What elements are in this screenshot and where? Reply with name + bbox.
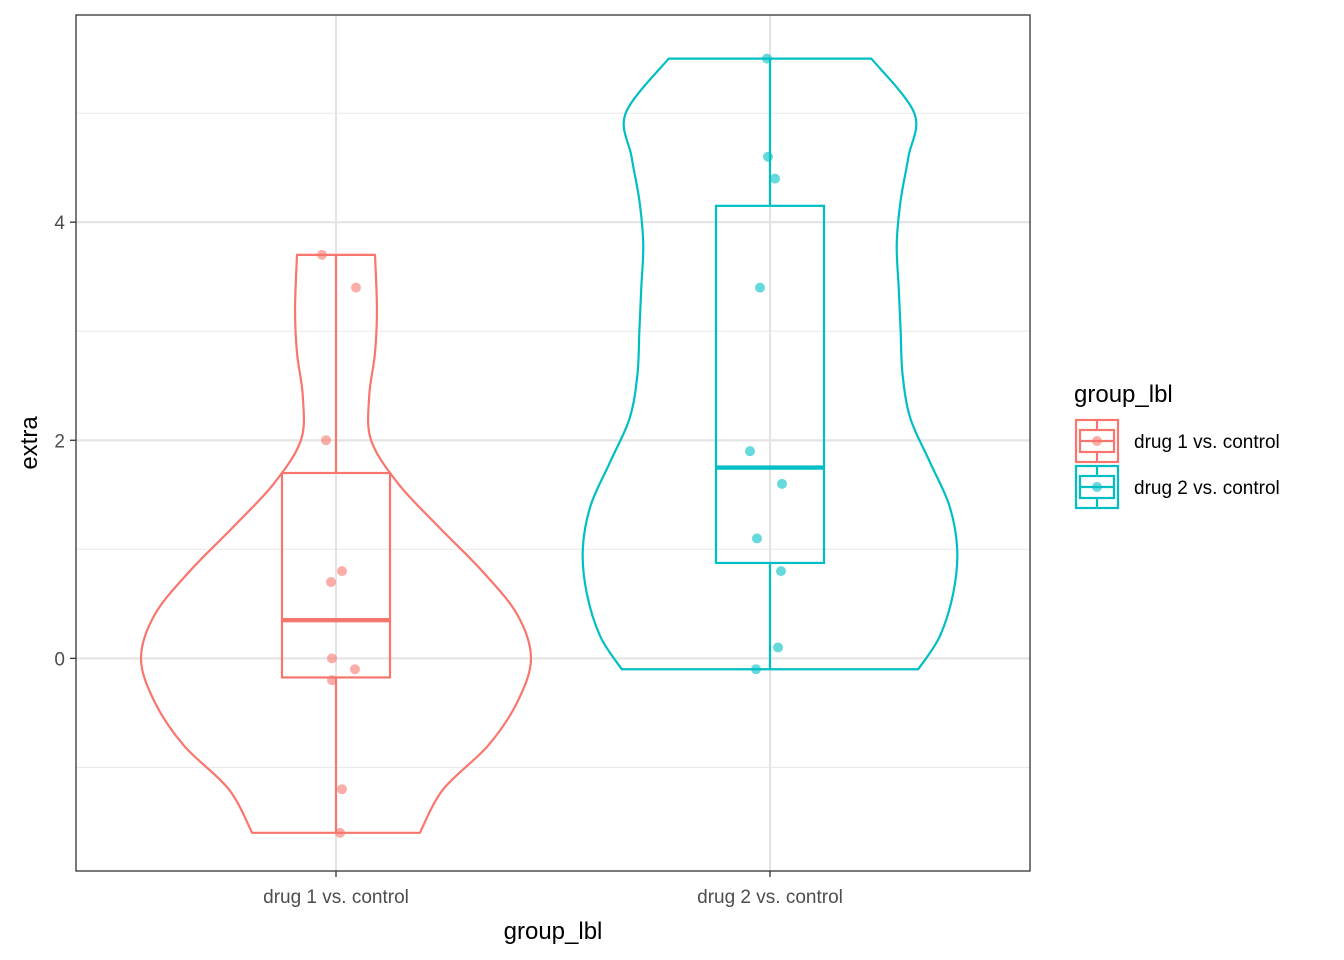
data-point	[777, 478, 787, 489]
y-tick-label: 4	[54, 213, 65, 234]
legend-label-2: drug 2 vs. control	[1134, 478, 1280, 499]
legend-label-1: drug 1 vs. control	[1134, 432, 1280, 453]
x-tick-label: drug 2 vs. control	[697, 887, 843, 908]
data-point	[350, 664, 360, 675]
x-axis-title: group_lbl	[504, 918, 603, 945]
plot-area	[139, 53, 959, 838]
data-point	[327, 675, 337, 686]
data-point	[762, 53, 772, 64]
axes: 0 2 4 drug 1 vs. control drug 2 vs. control	[54, 213, 842, 908]
data-point	[776, 566, 786, 577]
legend-title: group_lbl	[1074, 381, 1173, 408]
panel-border	[75, 14, 1031, 872]
y-tick-label: 0	[54, 649, 65, 670]
x-tick-label: drug 1 vs. control	[263, 887, 409, 908]
box-iqr	[714, 204, 826, 565]
data-point	[351, 282, 361, 293]
data-point	[337, 566, 347, 577]
data-point	[763, 151, 773, 162]
y-tick-label: 2	[54, 431, 65, 452]
data-point	[335, 827, 345, 838]
y-axis-title: extra	[16, 416, 43, 470]
data-point	[752, 533, 762, 544]
data-point	[337, 784, 347, 795]
legend: group_lbl drug 1 vs. control drug 2 vs. c…	[1074, 381, 1280, 510]
data-point	[321, 435, 331, 446]
data-point	[326, 577, 336, 588]
series-group	[581, 53, 959, 675]
legend-key-point	[1092, 436, 1102, 446]
data-point	[327, 653, 337, 664]
series-group	[139, 249, 533, 838]
data-point	[770, 173, 780, 184]
data-point	[751, 664, 761, 675]
data-point	[755, 282, 765, 293]
data-point	[773, 642, 783, 653]
legend-key-point	[1092, 482, 1102, 492]
data-point	[317, 249, 327, 260]
violin-shape	[581, 57, 959, 671]
data-point	[745, 446, 755, 457]
violin-shape	[139, 253, 533, 834]
